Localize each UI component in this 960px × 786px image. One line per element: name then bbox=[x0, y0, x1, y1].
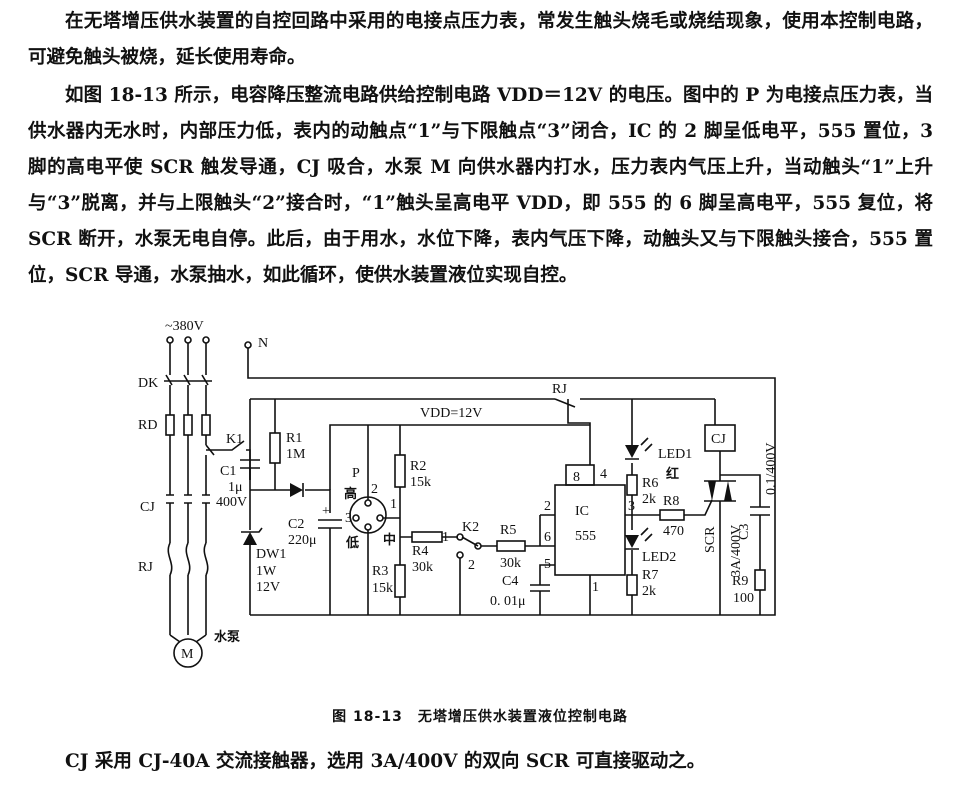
rectifier-diode bbox=[290, 483, 303, 497]
r2-resistor bbox=[394, 454, 406, 488]
c3-value: 0.1/400V bbox=[764, 443, 779, 496]
dk-switch bbox=[164, 374, 212, 386]
c4-label: C4 bbox=[502, 574, 518, 589]
dk-label: DK bbox=[138, 376, 158, 391]
gauge-pin2: 2 bbox=[371, 482, 378, 497]
led2-label: LED2 bbox=[642, 550, 676, 565]
dw1-value1: 1W bbox=[256, 564, 277, 579]
supply-terminals bbox=[166, 336, 252, 349]
r6-label: R6 bbox=[642, 476, 658, 491]
led1-color: 红 bbox=[666, 466, 679, 482]
ic-pin6: 6 bbox=[544, 530, 551, 545]
ic-pin4: 4 bbox=[600, 467, 607, 482]
p-label: P bbox=[352, 466, 360, 481]
c2-capacitor bbox=[318, 519, 342, 615]
cj-coil-label: CJ bbox=[711, 432, 726, 447]
ic-pin1: 1 bbox=[592, 580, 599, 595]
rj-contact bbox=[554, 398, 591, 465]
r7-label: R7 bbox=[642, 568, 658, 583]
phase-wires bbox=[169, 343, 207, 375]
r2-label: R2 bbox=[410, 459, 426, 474]
led2 bbox=[625, 535, 639, 548]
gauge-high: 高 bbox=[344, 486, 357, 502]
k2-label: K2 bbox=[462, 520, 479, 535]
pump-motor bbox=[173, 638, 203, 668]
r9-label: R9 bbox=[732, 574, 748, 589]
cj-contacts bbox=[166, 494, 210, 504]
scr-label: SCR bbox=[703, 526, 718, 553]
r8-resistor bbox=[659, 509, 685, 521]
rj-thermal-elements bbox=[167, 542, 209, 576]
r3-resistor bbox=[394, 564, 406, 598]
gauge-middle: 中 bbox=[383, 532, 396, 548]
c1-label: C1 bbox=[220, 464, 236, 479]
r6-resistor bbox=[626, 474, 638, 496]
rd-label: RD bbox=[138, 418, 157, 433]
c2-value: 220μ bbox=[288, 533, 317, 548]
k2-pos2: 2 bbox=[468, 558, 475, 573]
r6-value: 2k bbox=[642, 492, 656, 507]
led1-label: LED1 bbox=[658, 447, 692, 462]
paragraph-description: 如图 18-13 所示，电容降压整流电路供给控制电路 VDD＝12V 的电压。图… bbox=[28, 85, 933, 286]
rj-label: RJ bbox=[138, 560, 153, 575]
r2-value: 15k bbox=[410, 475, 431, 490]
dw1-zener bbox=[243, 532, 257, 545]
r7-resistor bbox=[626, 574, 638, 596]
supply-label: ~380V bbox=[165, 319, 204, 334]
ic-label: IC bbox=[575, 504, 589, 519]
r1-resistor bbox=[269, 432, 281, 464]
c2-label: C2 bbox=[288, 517, 304, 532]
paragraph-footnote: CJ 采用 CJ-40A 交流接触器，选用 3A/400V 的双向 SCR 可直… bbox=[65, 751, 706, 772]
rj-top-label: RJ bbox=[552, 382, 567, 397]
gauge-pin1: 1 bbox=[390, 497, 397, 512]
k2-switch bbox=[459, 536, 479, 615]
r4-resistor bbox=[411, 531, 443, 543]
paragraph-intro: 在无塔增压供水装置的自控回路中采用的电接点压力表，常发生触头烧毛或烧结现象，使用… bbox=[28, 11, 933, 68]
r5-label: R5 bbox=[500, 523, 516, 538]
c3-label: C3 bbox=[737, 524, 752, 540]
r7-value: 2k bbox=[642, 584, 656, 599]
ic-pin2: 2 bbox=[544, 499, 551, 514]
led1 bbox=[625, 445, 639, 458]
c1-value1: 1μ bbox=[228, 480, 243, 495]
motor-label: M bbox=[181, 647, 194, 662]
k1-label: K1 bbox=[226, 432, 243, 447]
c1-value2: 400V bbox=[216, 495, 247, 510]
c3-capacitor bbox=[750, 506, 770, 615]
r5-resistor bbox=[496, 540, 526, 552]
dw1-label: DW1 bbox=[256, 547, 286, 562]
scr-rating: 3A/400V bbox=[729, 525, 744, 577]
vdd-label: VDD=12V bbox=[420, 406, 482, 421]
r5-value: 30k bbox=[500, 556, 521, 571]
circuit-diagram: ~380V N DK RD CJ RJ M 水泵 K1 RJ R1 1M C1 … bbox=[138, 319, 779, 668]
r8-label: R8 bbox=[663, 494, 679, 509]
fuses-rd bbox=[165, 414, 211, 436]
svg-text:+: + bbox=[322, 504, 330, 519]
r9-resistor bbox=[754, 569, 766, 591]
neutral-wire bbox=[247, 348, 776, 616]
cj-contacts-label: CJ bbox=[140, 500, 155, 515]
ic-pin8: 8 bbox=[573, 470, 580, 485]
ic-number: 555 bbox=[575, 529, 596, 544]
r1-label: R1 bbox=[286, 431, 302, 446]
r9-value: 100 bbox=[733, 591, 754, 606]
r3-value: 15k bbox=[372, 581, 393, 596]
gauge-low: 低 bbox=[345, 535, 359, 551]
r8-value: 470 bbox=[663, 524, 684, 539]
pump-label: 水泵 bbox=[214, 629, 240, 645]
r3-label: R3 bbox=[372, 564, 388, 579]
r4-value: 30k bbox=[412, 560, 433, 575]
r1-value: 1M bbox=[286, 447, 306, 462]
r4-label: R4 bbox=[412, 544, 428, 559]
gauge-pin3: 3 bbox=[345, 511, 352, 526]
c4-value: 0. 01μ bbox=[490, 594, 526, 609]
scr-triac bbox=[708, 481, 732, 501]
dw1-value2: 12V bbox=[256, 580, 280, 595]
k2-pos1: 1 bbox=[442, 530, 449, 545]
c1-capacitor bbox=[240, 459, 260, 490]
figure-caption: 图 18-13 无塔增压供水装置液位控制电路 bbox=[332, 709, 628, 725]
neutral-label: N bbox=[258, 336, 268, 351]
